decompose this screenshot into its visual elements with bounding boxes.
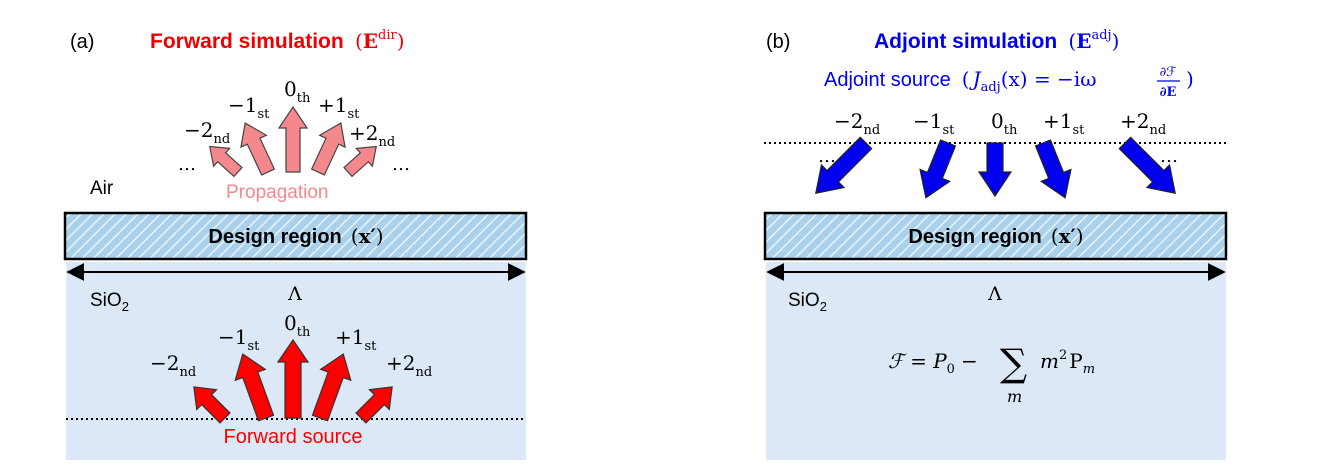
prop-order-p1: +1st — [318, 93, 360, 122]
panel-a-label: (a) — [70, 31, 94, 53]
design-region-b-label: Design region (x′) — [908, 224, 1083, 248]
sio2-label-b: SiO2 — [788, 290, 827, 314]
src-order-0: 0th — [284, 311, 311, 340]
panel-b: (b) Adjoint simulation (Eadj) Adjoint so… — [763, 28, 1228, 460]
adj-order-m2: −2nd — [834, 109, 880, 138]
src-order-p2: +2nd — [386, 351, 432, 380]
design-region-a-label: Design region (x′) — [208, 224, 383, 248]
src-arrow-m1 — [234, 353, 275, 422]
air-label: Air — [90, 178, 114, 199]
panel-b-label: (b) — [766, 31, 790, 53]
adj-arrow-p1 — [1034, 139, 1072, 199]
adjoint-arrows — [815, 136, 1176, 199]
source-order-labels: −2nd −1st 0th +1st +2nd — [150, 311, 432, 380]
adj-arrow-0th — [977, 142, 1013, 198]
adj-order-m1: −1st — [913, 109, 955, 138]
propagation-order-labels: −2nd −1st 0th +1st +2nd — [184, 77, 395, 150]
adj-arrow-m2 — [815, 136, 873, 194]
propagation-label: Propagation — [226, 182, 328, 203]
adjoint-close-paren: ) — [1186, 67, 1194, 91]
src-arrow-p1 — [311, 353, 352, 422]
source-arrows — [193, 338, 393, 424]
adjoint-frac-num: ∂ℱ — [1160, 65, 1177, 80]
prop-order-m2: −2nd — [184, 118, 230, 147]
substrate-b — [766, 262, 1226, 460]
design-region-a — [63, 211, 528, 261]
adj-arrow-m1 — [919, 139, 957, 199]
design-region-b — [763, 211, 1228, 261]
prop-arrow-p1 — [310, 122, 346, 176]
fom-sum: ∑ — [1000, 341, 1027, 385]
panel-b-title: Adjoint simulation (Eadj) — [874, 28, 1119, 53]
period-symbol-b: Λ — [987, 283, 1002, 305]
src-order-m2: −2nd — [150, 351, 196, 380]
adjoint-frac-den: ∂E — [1160, 85, 1177, 100]
prop-arrow-m1 — [240, 122, 276, 176]
panel-a: (a) Forward simulation (Edir) −2nd −1st … — [63, 28, 528, 460]
adj-arrow-p2 — [1118, 136, 1176, 194]
panel-a-title-text: Forward simulation — [150, 30, 344, 53]
fom-equation: ℱ = P0− — [888, 349, 978, 377]
prop-ellipsis-right: … — [392, 154, 410, 175]
forward-source-label: Forward source — [224, 426, 363, 448]
prop-order-m1: −1st — [228, 93, 270, 122]
src-order-p1: +1st — [335, 325, 377, 354]
adjoint-source-label: Adjoint source (Jadj(x) = −iω — [824, 67, 1097, 95]
adjoint-order-labels: −2nd −1st 0th +1st +2nd — [834, 109, 1166, 138]
prop-order-0: 0th — [284, 77, 311, 106]
sio2-label-a: SiO2 — [90, 290, 129, 314]
adj-order-p2: +2nd — [1120, 109, 1166, 138]
prop-arrow-0th — [277, 105, 309, 173]
panel-a-title-field: E — [363, 29, 378, 53]
panel-a-title: Forward simulation (Edir) — [150, 28, 405, 53]
src-order-m1: −1st — [218, 325, 260, 354]
panel-a-title-sup: dir — [378, 28, 397, 43]
src-arrow-p2 — [355, 386, 393, 424]
adj-ellipsis-left: … — [818, 146, 836, 167]
prop-ellipsis-left: … — [178, 154, 196, 175]
adj-ellipsis-right: … — [1160, 146, 1178, 167]
src-arrow-0th — [276, 338, 310, 419]
adj-order-0: 0th — [991, 109, 1018, 138]
fom-sum-index: m — [1007, 387, 1022, 406]
src-arrow-m2 — [193, 386, 231, 424]
prop-order-p2: +2nd — [349, 121, 395, 150]
adj-order-p1: +1st — [1043, 109, 1085, 138]
propagation-arrows — [209, 105, 377, 178]
prop-arrow-p2 — [343, 145, 377, 178]
period-symbol-a: Λ — [287, 283, 302, 305]
prop-arrow-m2 — [209, 145, 243, 178]
